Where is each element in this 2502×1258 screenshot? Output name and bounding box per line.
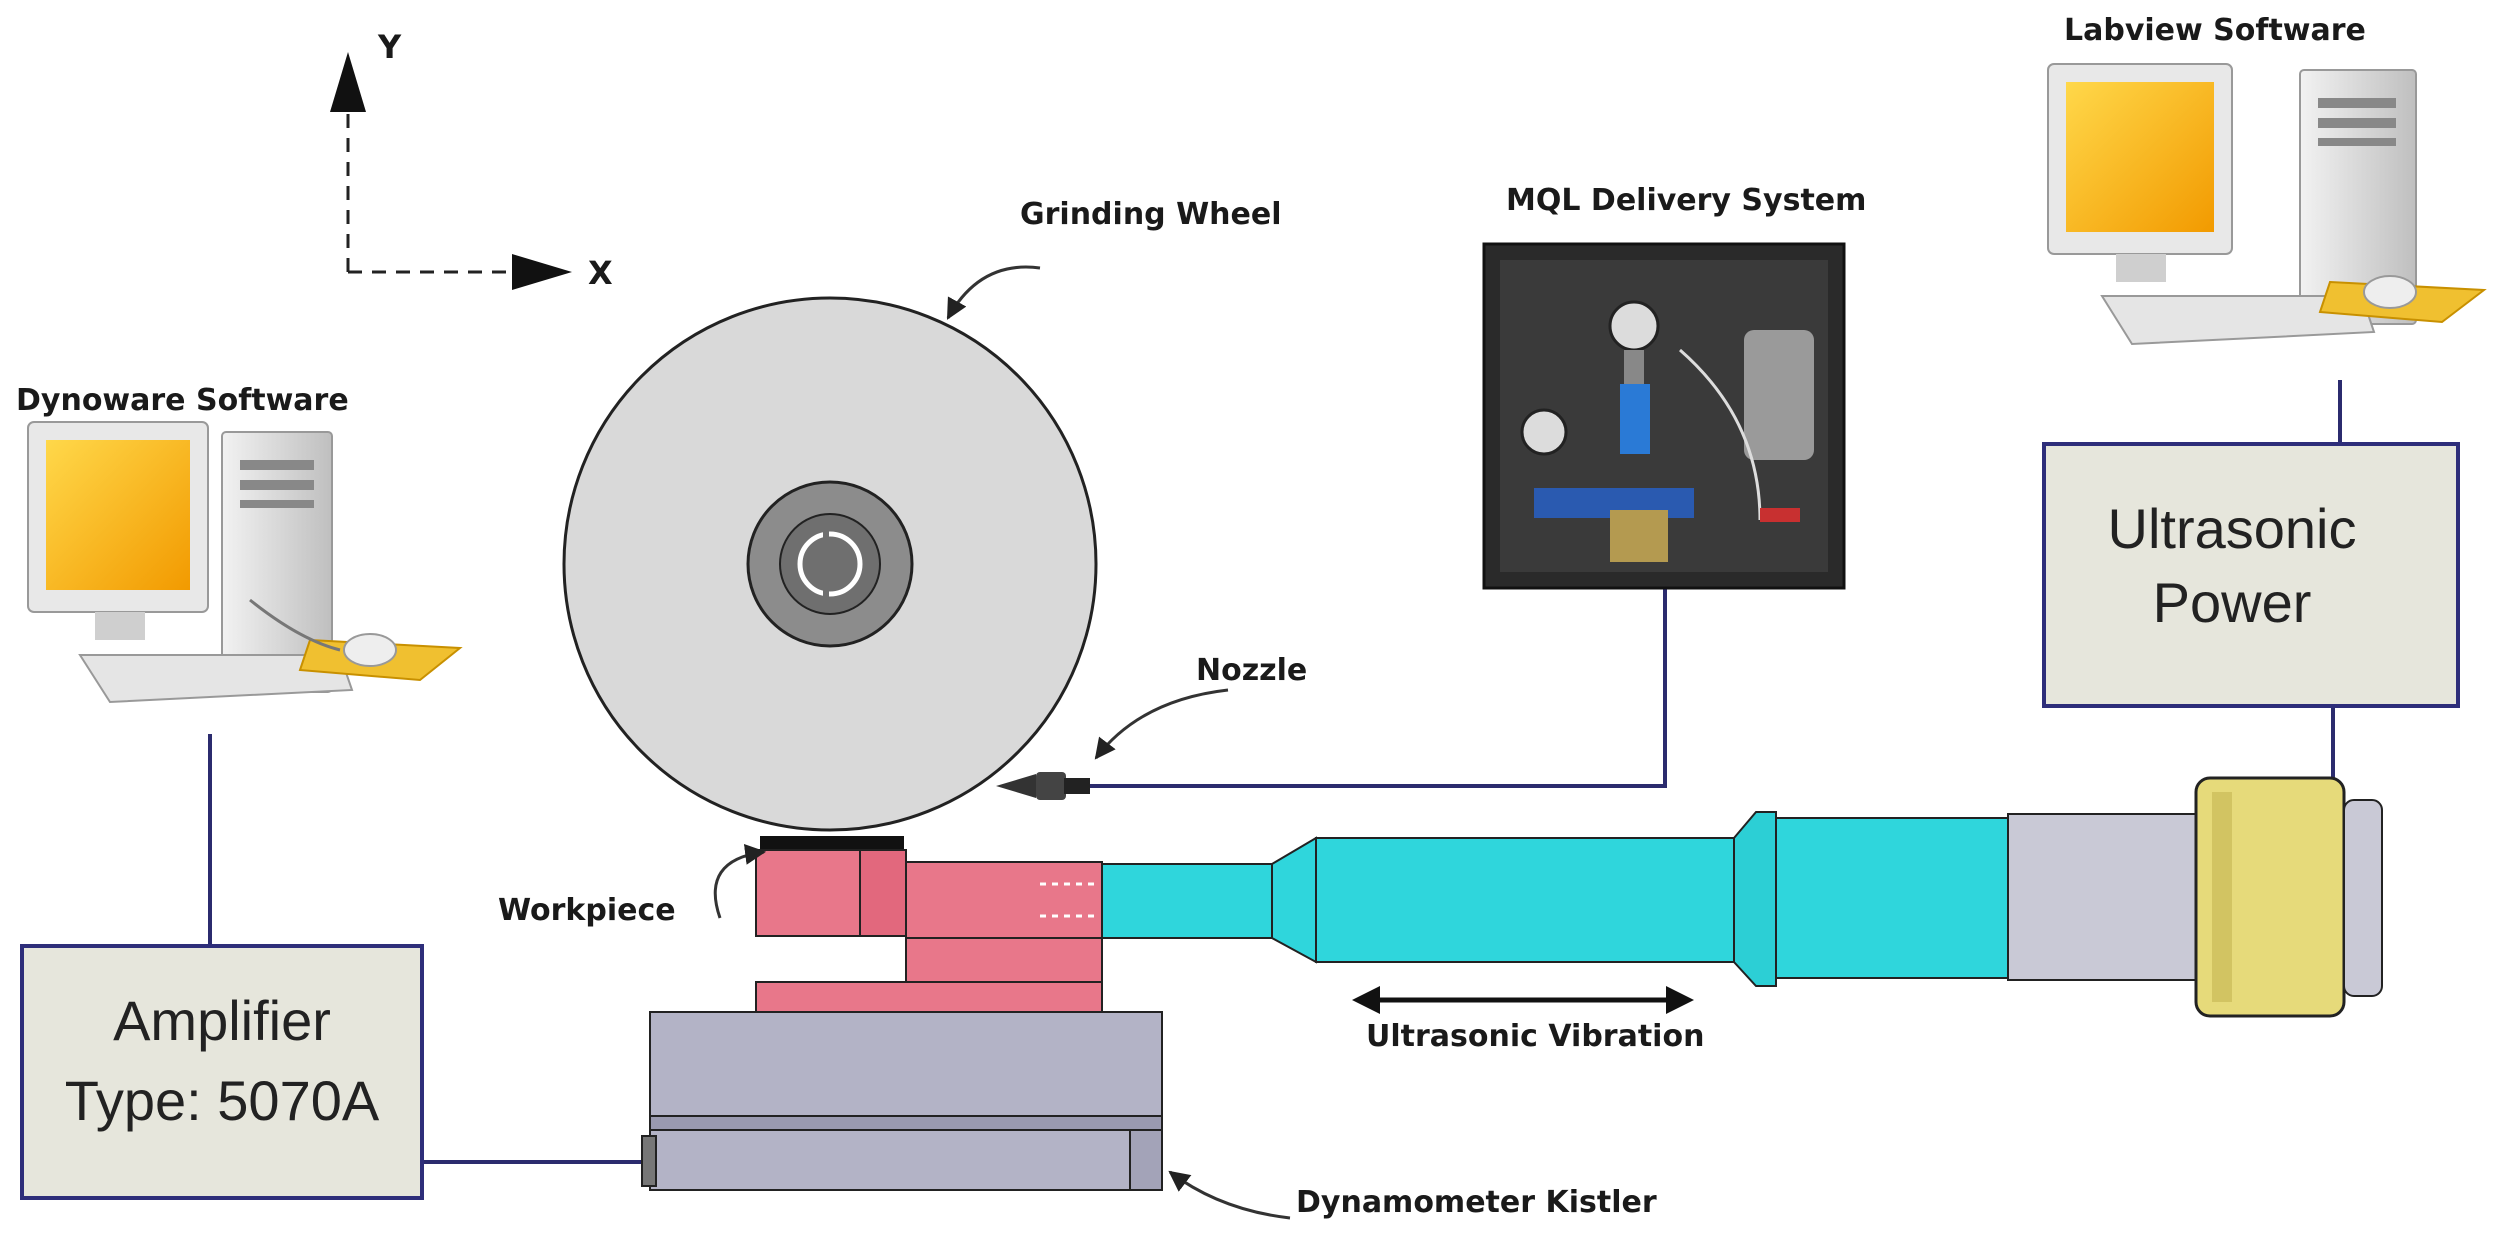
- ultrasonic-power-box: Ultrasonic Power: [2042, 442, 2460, 708]
- dynoware-software-label: Dynoware Software: [16, 383, 349, 418]
- y-axis-label: Y: [377, 28, 402, 66]
- grinding-wheel-label: Grinding Wheel: [1020, 197, 1282, 232]
- ultrasonic-power-line2: Power: [2153, 571, 2312, 634]
- ultrasonic-horn: [1101, 811, 2009, 987]
- ultrasonic-vibration-label: Ultrasonic Vibration: [1366, 1019, 1704, 1054]
- coordinate-axes: Y X: [330, 28, 613, 292]
- dynamometer: [641, 1011, 1163, 1191]
- labview-software-label: Labview Software: [2064, 13, 2366, 48]
- amplifier-name: Amplifier: [113, 989, 331, 1052]
- nozzle: [996, 772, 1090, 800]
- amplifier-type: Type: 5070A: [65, 1069, 380, 1132]
- nozzle-label: Nozzle: [1196, 653, 1307, 688]
- dynamometer-kistler-label: Dynamometer Kistler: [1296, 1185, 1657, 1220]
- workpiece-label: Workpiece: [498, 893, 676, 928]
- x-axis-label: X: [588, 254, 613, 292]
- mql-system-photo: [1482, 242, 1846, 590]
- dynoware-computer-icon: [27, 421, 463, 704]
- ultrasonic-power-line1: Ultrasonic: [2108, 497, 2357, 560]
- mql-delivery-system-label: MQL Delivery System: [1506, 183, 1866, 218]
- vibration-arrow: [1352, 986, 1694, 1014]
- workpiece-fixture: [755, 836, 1103, 1013]
- labview-computer-icon: [2047, 63, 2487, 346]
- grinding-wheel: [562, 296, 1098, 832]
- amplifier-box: Amplifier Type: 5070A: [20, 944, 424, 1200]
- connection-lines: [208, 380, 2342, 1164]
- ultrasonic-transducer: [2007, 776, 2383, 1018]
